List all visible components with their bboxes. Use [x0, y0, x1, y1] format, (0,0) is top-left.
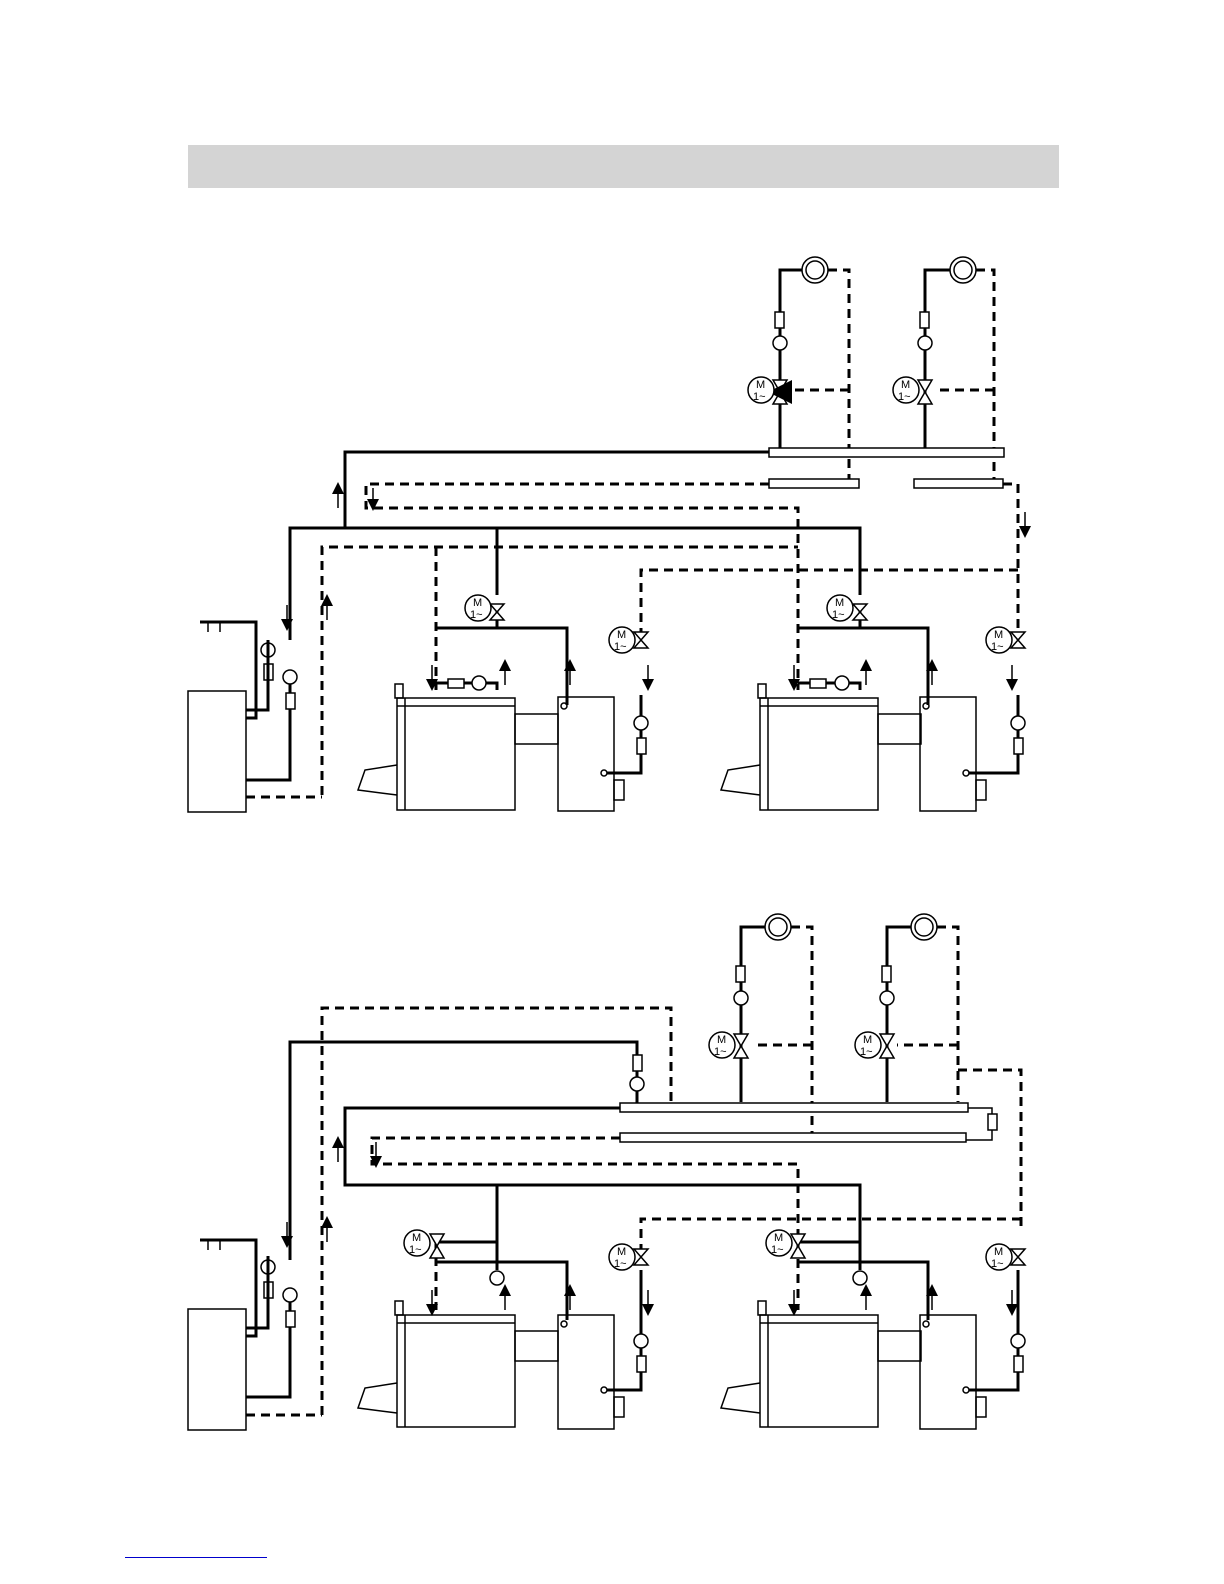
svg-text:M: M	[994, 1246, 1003, 1258]
storage-tank-2	[188, 1240, 322, 1430]
svg-text:1~: 1~	[409, 1244, 422, 1256]
svg-text:1~: 1~	[714, 1046, 727, 1058]
flow-arrows-2	[287, 1142, 1012, 1310]
heating-circuit-3: M 1~	[709, 914, 812, 1135]
return-header-3	[620, 1133, 966, 1142]
footer-link-underline	[125, 1557, 267, 1558]
svg-text:M: M	[863, 1034, 872, 1046]
svg-text:1~: 1~	[614, 1258, 627, 1270]
svg-text:1~: 1~	[860, 1046, 873, 1058]
boiler-3: M 1~ M 1~	[358, 1230, 648, 1429]
svg-text:M: M	[717, 1034, 726, 1046]
supply-header-2	[620, 1103, 968, 1112]
svg-text:1~: 1~	[991, 1258, 1004, 1270]
boiler-4: M 1~ M 1~	[721, 1230, 1025, 1429]
svg-text:M: M	[774, 1232, 783, 1244]
bottom-system-diagram: M 1~ M 1~ M 1~	[0, 0, 1224, 1500]
svg-text:M: M	[412, 1232, 421, 1244]
heating-circuit-4: M 1~	[855, 914, 958, 1102]
svg-text:M: M	[617, 1246, 626, 1258]
svg-text:1~: 1~	[771, 1244, 784, 1256]
